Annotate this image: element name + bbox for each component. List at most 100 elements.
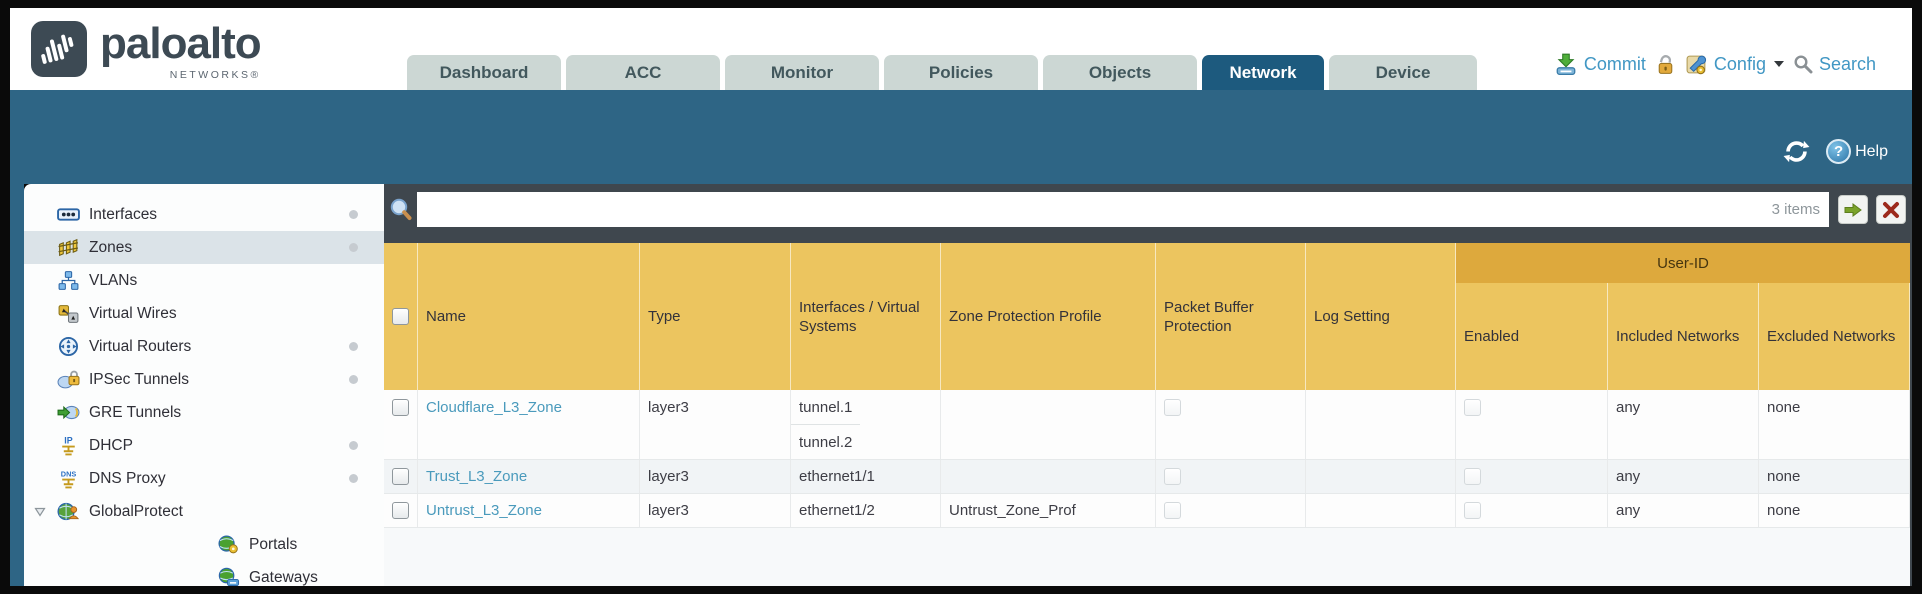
green-arrow-icon	[1844, 202, 1862, 217]
sidebar-item-gateways[interactable]: Gateways	[24, 561, 384, 586]
search-icon	[1794, 55, 1813, 74]
refresh-icon[interactable]	[1783, 138, 1810, 165]
col-header-log-setting[interactable]: Log Setting	[1306, 243, 1456, 390]
help-button[interactable]: ? Help	[1826, 139, 1888, 164]
col-header-type[interactable]: Type	[640, 243, 791, 390]
tab-device[interactable]: Device	[1329, 55, 1477, 90]
sidebar-item-gre-tunnels[interactable]: GRE Tunnels	[24, 396, 384, 429]
config-icon	[1686, 55, 1707, 74]
user-id-group-header: User-ID	[1456, 243, 1910, 283]
sidebar-item-label: Zones	[89, 238, 133, 256]
included-networks-cell: any	[1608, 390, 1759, 459]
row-checkbox[interactable]	[392, 502, 409, 519]
apply-filter-button[interactable]	[1838, 195, 1868, 224]
commit-icon	[1556, 53, 1576, 76]
col-header-enabled[interactable]: Enabled	[1456, 283, 1608, 390]
help-icon: ?	[1826, 139, 1852, 164]
sidebar-item-zones[interactable]: Zones	[24, 231, 384, 264]
expander-down-icon[interactable]	[34, 506, 46, 518]
config-label: Config	[1713, 53, 1766, 74]
interface-entry: tunnel.1	[791, 390, 861, 425]
zone-interfaces-cell: ethernet1/2	[791, 494, 941, 527]
items-count: 3 items	[1771, 201, 1820, 218]
sidebar-item-label: Gateways	[249, 568, 318, 586]
logo-subtitle: NETWORKS®	[169, 69, 261, 81]
paloalto-logo: paloalto NETWORKS®	[30, 20, 262, 81]
table-empty-area	[384, 528, 1910, 586]
col-header-zone-protection[interactable]: Zone Protection Profile	[941, 243, 1156, 390]
zone-name-cell: Untrust_L3_Zone	[418, 494, 640, 527]
tab-dashboard[interactable]: Dashboard	[407, 55, 561, 90]
zone-link[interactable]: Trust_L3_Zone	[426, 468, 528, 485]
enabled-checkbox	[1464, 502, 1481, 519]
config-menu[interactable]: Config	[1685, 53, 1784, 76]
sidebar-item-label: Virtual Routers	[89, 337, 192, 355]
lock-icon[interactable]	[1655, 53, 1676, 76]
log-setting-cell	[1306, 494, 1456, 527]
window-frame	[0, 586, 1922, 594]
sidebar-item-virtual-wires[interactable]: Virtual Wires	[24, 297, 384, 330]
zone-link[interactable]: Untrust_L3_Zone	[426, 502, 542, 519]
tab-objects[interactable]: Objects	[1043, 55, 1197, 90]
excluded-networks-cell: none	[1759, 390, 1910, 459]
select-all-checkbox[interactable]	[392, 308, 409, 325]
zone-name-cell: Cloudflare_L3_Zone	[418, 390, 640, 459]
col-header-packet-buffer[interactable]: Packet Buffer Protection	[1156, 243, 1306, 390]
packet-buffer-checkbox	[1164, 502, 1181, 519]
log-setting-cell	[1306, 390, 1456, 459]
interfaces-icon	[57, 208, 80, 221]
user-id-enabled-cell	[1456, 390, 1608, 459]
sidebar-item-vlans[interactable]: VLANs	[24, 264, 384, 297]
col-header-name[interactable]: Name	[418, 243, 640, 390]
packet-buffer-cell	[1156, 460, 1306, 493]
zones-icon	[58, 238, 79, 257]
sidebar-item-ipsec-tunnels[interactable]: IPSec Tunnels	[24, 363, 384, 396]
row-select-cell	[384, 390, 418, 459]
select-all-cell	[384, 243, 418, 390]
tab-monitor[interactable]: Monitor	[725, 55, 879, 90]
col-header-interfaces[interactable]: Interfaces / Virtual Systems	[791, 243, 941, 390]
table-row: Cloudflare_L3_Zone layer3 tunnel.1 tunne…	[384, 390, 1910, 460]
sidebar-item-virtual-routers[interactable]: Virtual Routers	[24, 330, 384, 363]
sidebar-item-interfaces[interactable]: Interfaces	[24, 198, 384, 231]
sidebar-item-label: Virtual Wires	[89, 304, 177, 322]
clear-filter-button[interactable]	[1876, 195, 1906, 224]
network-sidebar: Interfaces Zones	[24, 184, 384, 586]
zone-type-cell: layer3	[640, 494, 791, 527]
sidebar-item-dhcp[interactable]: IP DHCP	[24, 429, 384, 462]
sidebar-item-label: IPSec Tunnels	[89, 370, 189, 388]
zone-link[interactable]: Cloudflare_L3_Zone	[426, 399, 562, 416]
sidebar-item-label: GRE Tunnels	[89, 403, 182, 421]
row-checkbox[interactable]	[392, 399, 409, 416]
red-x-icon	[1883, 201, 1899, 218]
tab-policies[interactable]: Policies	[884, 55, 1038, 90]
sidebar-left-gutter	[10, 184, 24, 586]
col-header-excluded-networks[interactable]: Excluded Networks	[1759, 283, 1910, 390]
excluded-networks-cell: none	[1759, 460, 1910, 493]
sidebar-item-dns-proxy[interactable]: DNS DNS Proxy	[24, 462, 384, 495]
virtual-wires-icon	[58, 305, 79, 323]
zone-interfaces-cell: ethernet1/1	[791, 460, 941, 493]
table-row: Trust_L3_Zone layer3 ethernet1/1 any non…	[384, 460, 1910, 494]
global-search[interactable]: Search	[1793, 54, 1876, 75]
zone-protection-cell	[941, 390, 1156, 459]
row-checkbox[interactable]	[392, 468, 409, 485]
commit-button[interactable]: Commit	[1554, 52, 1646, 76]
tab-network[interactable]: Network	[1202, 55, 1324, 90]
included-networks-cell: any	[1608, 460, 1759, 493]
main-content: 3 items Name Type Interfaces / Virtual S…	[384, 184, 1912, 586]
help-label: Help	[1855, 142, 1888, 160]
sidebar-item-portals[interactable]: Portals	[24, 528, 384, 561]
filter-input[interactable]	[417, 192, 1829, 227]
sidebar-item-label: GlobalProtect	[89, 502, 183, 520]
commit-label: Commit	[1583, 53, 1646, 74]
dhcp-icon: IP	[62, 435, 75, 456]
sidebar-item-globalprotect[interactable]: GlobalProtect	[24, 495, 384, 528]
col-header-included-networks[interactable]: Included Networks	[1608, 283, 1759, 390]
tab-acc[interactable]: ACC	[566, 55, 720, 90]
interface-entry: tunnel.2	[799, 434, 853, 451]
zones-table: Name Type Interfaces / Virtual Systems Z…	[384, 243, 1910, 586]
teal-band: ? Help	[10, 90, 1912, 184]
status-dot	[349, 441, 358, 450]
